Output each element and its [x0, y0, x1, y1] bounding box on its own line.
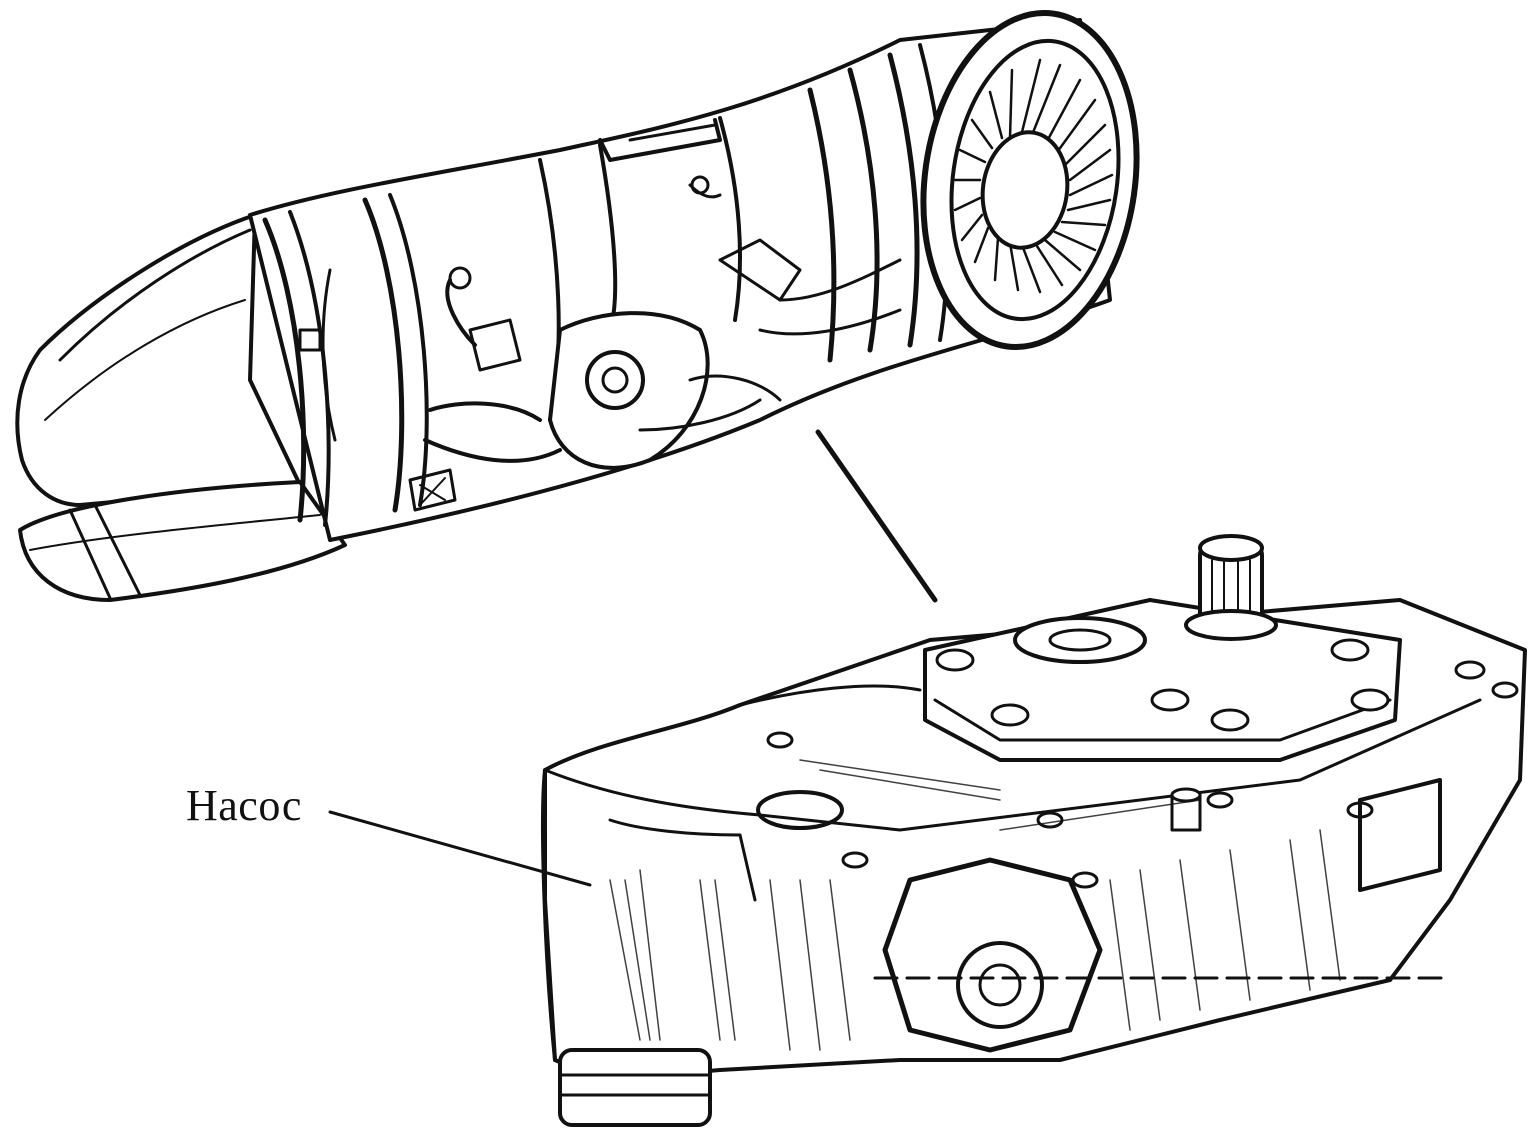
fuel-pump: [541, 534, 1527, 1127]
jet-engine: [15, 9, 1140, 602]
connector-line: [815, 429, 938, 603]
pump-shading: [609, 759, 1341, 1051]
callout-label-pump: Насос: [186, 781, 302, 830]
fan-hub: [980, 130, 1070, 250]
drive-shaft: [1184, 534, 1278, 641]
top-port: [756, 790, 844, 830]
casing-ring-2: [362, 197, 405, 513]
engine-casing: [248, 18, 1112, 542]
bolts: [766, 638, 1519, 889]
hex-port: [882, 857, 1103, 1053]
casing-ring-1: [262, 217, 307, 523]
nozzle-flap: [18, 480, 347, 602]
engine-accessories: [298, 175, 902, 512]
compressor-ring-1: [807, 87, 837, 363]
callout-leader-line: [328, 810, 592, 887]
bottom-fitting: [558, 1048, 712, 1127]
fan-blades: [953, 58, 1114, 294]
side-window: [1358, 778, 1442, 892]
exhaust-nozzle: [15, 213, 302, 507]
pump-boss: [1013, 616, 1147, 664]
